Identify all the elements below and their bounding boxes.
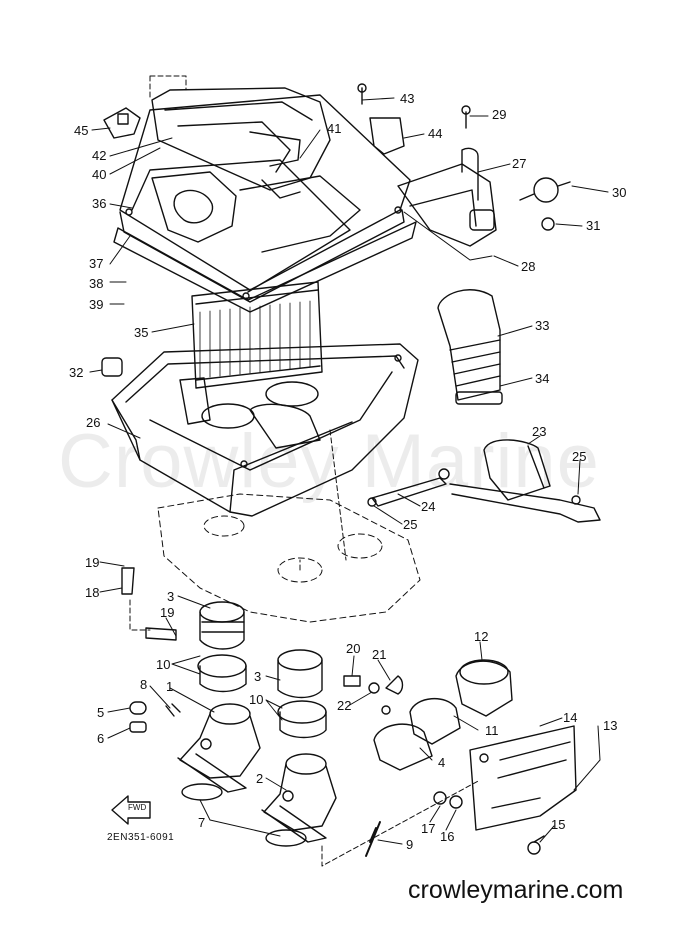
callout-1: 1 [166,679,174,694]
breather-assembly [357,83,571,261]
site-url: crowleymarine.com [408,876,624,904]
callout-34: 34 [535,371,550,386]
callout-42: 42 [92,148,107,163]
callout-15: 15 [551,817,566,832]
watermark-text: Crowley Marine [58,419,600,504]
callout-3-mid: 3 [254,669,262,684]
callout-19-top: 19 [85,555,100,570]
callout-18: 18 [85,585,100,600]
fwd-arrow-icon [111,795,151,825]
callout-31: 31 [586,218,601,233]
callout-37: 37 [89,256,104,271]
callout-14: 14 [563,710,578,725]
intake-joint-1 [129,701,261,793]
callout-43: 43 [400,91,415,106]
callout-5: 5 [97,705,105,720]
callout-25-bottom: 25 [403,517,418,532]
callout-30: 30 [612,185,627,200]
callout-3-left: 3 [167,589,175,604]
callout-10-mid: 10 [249,692,264,707]
fasteners [343,675,545,857]
callout-22: 22 [337,698,352,713]
callout-9: 9 [406,837,414,852]
o-ring-a [181,783,223,801]
callout-13: 13 [603,718,618,733]
fwd-label: FWD [128,803,147,812]
callout-26: 26 [86,415,101,430]
o-ring-b [265,829,307,847]
leader-lines [89,75,609,867]
callout-21: 21 [372,647,387,662]
callout-16: 16 [440,829,455,844]
callout-28: 28 [521,259,536,274]
callout-25-top: 25 [572,449,587,464]
callout-4: 4 [438,755,446,770]
callout-6: 6 [97,731,105,746]
air-filter-element [191,281,323,389]
cover-gasket [113,221,417,313]
callout-35: 35 [134,325,149,340]
callout-33: 33 [535,318,550,333]
callout-32: 32 [69,365,84,380]
right-duct [373,659,513,771]
callout-10-left: 10 [156,657,171,672]
intake-joint-2 [261,753,337,843]
air-box-cover [119,94,411,303]
hose-and-filter [367,439,601,523]
callout-29: 29 [492,107,507,122]
intake-snorkel [151,87,331,199]
callout-7: 7 [198,815,206,830]
bracket-45 [103,107,141,139]
callout-20: 20 [346,641,361,656]
callout-41: 41 [327,121,342,136]
callout-27: 27 [512,156,527,171]
callout-45: 45 [74,123,89,138]
drawing-code: 2EN351-6091 [107,832,175,843]
duct-cover [469,725,577,831]
engine-outline [157,493,421,623]
callout-24: 24 [421,499,436,514]
callout-17: 17 [421,821,436,836]
callout-38: 38 [89,276,104,291]
carb-joints [121,567,327,739]
callout-23: 23 [532,424,547,439]
callout-40: 40 [92,167,107,182]
callout-44: 44 [428,126,443,141]
callout-39: 39 [89,297,104,312]
intake-boot [437,289,503,405]
callout-2: 2 [256,771,264,786]
air-box-case [101,343,419,517]
callout-36: 36 [92,196,107,211]
callout-19-mid: 19 [160,605,175,620]
callout-12: 12 [474,629,489,644]
callout-11: 11 [485,723,499,738]
callout-8: 8 [140,677,148,692]
